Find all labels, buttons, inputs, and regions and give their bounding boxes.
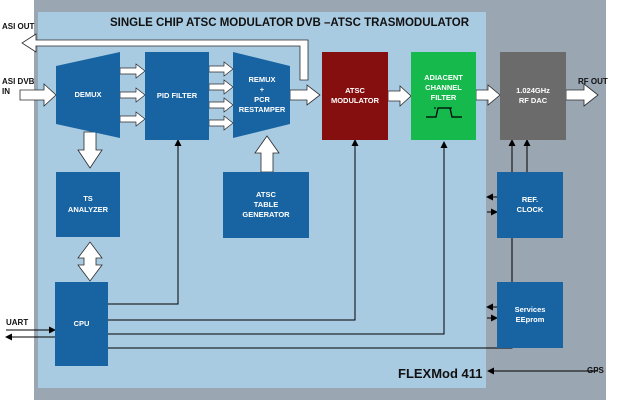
remux-label: REMUX + PCR RESTAMPER — [238, 74, 286, 115]
port-gps: GPS — [587, 366, 604, 375]
bus-arrow-demux-pid-3 — [119, 111, 146, 127]
demux-label: DEMUX — [74, 89, 102, 99]
arrow-asi-out — [21, 33, 309, 81]
line-cpu-to-filter — [108, 141, 448, 335]
arrow-dac-to-rf-out — [565, 83, 599, 107]
bus-arrow-pid-remux-1 — [208, 61, 234, 77]
remux-block — [233, 52, 290, 138]
port-asi-out: ASI OUT — [2, 22, 35, 31]
bus-arrow-demux-pid-2 — [119, 87, 146, 103]
atsc-table-generator-block: ATSC TABLE GENERATOR — [223, 172, 309, 238]
arrow-table-to-remux — [254, 135, 280, 173]
pid-filter-block: PID FILTER — [145, 52, 209, 140]
atsc-modulator-block: ATSC MODULATOR — [322, 52, 388, 140]
arrow-remux-to-modulator — [289, 84, 321, 106]
ref-clock-block: REF. CLOCK — [497, 172, 563, 238]
arrow-filter-to-dac — [475, 84, 501, 106]
demux-block — [56, 52, 120, 138]
product-name: FLEXMod 411 — [398, 366, 483, 381]
adjacent-filter-label: ADIACENT CHANNEL FILTER — [424, 72, 463, 103]
port-rf-out: RF OUT — [578, 77, 608, 86]
filter-response-icon — [425, 107, 462, 118]
line-cpu-to-pid — [108, 139, 182, 305]
rf-dac-block: 1.024GHz RF DAC — [500, 52, 566, 140]
services-eeprom-block: Services EEprom — [497, 282, 563, 348]
ts-analyzer-block: TS ANALYZER — [56, 172, 120, 237]
cpu-block: CPU — [55, 282, 108, 366]
port-uart: UART — [6, 318, 29, 327]
bus-arrow-pid-remux-3 — [208, 97, 234, 113]
line-cpu-to-modulator — [108, 139, 359, 321]
port-asi-dvb-in: ASI DVB IN — [2, 77, 35, 97]
arrow-demux-to-ts-analyzer — [77, 131, 103, 169]
arrow-modulator-to-filter — [387, 85, 412, 107]
bus-arrow-pid-remux-2 — [208, 79, 234, 95]
diagram-title: SINGLE CHIP ATSC MODULATOR DVB –ATSC TRA… — [110, 17, 470, 29]
arrow-asi-in-to-demux — [19, 83, 57, 107]
bus-arrow-demux-pid-1 — [119, 63, 146, 79]
adjacent-filter-block: ADIACENT CHANNEL FILTER — [411, 52, 476, 140]
arrow-ts-analyzer-cpu — [77, 241, 103, 282]
bus-arrow-pid-remux-4 — [208, 115, 234, 131]
